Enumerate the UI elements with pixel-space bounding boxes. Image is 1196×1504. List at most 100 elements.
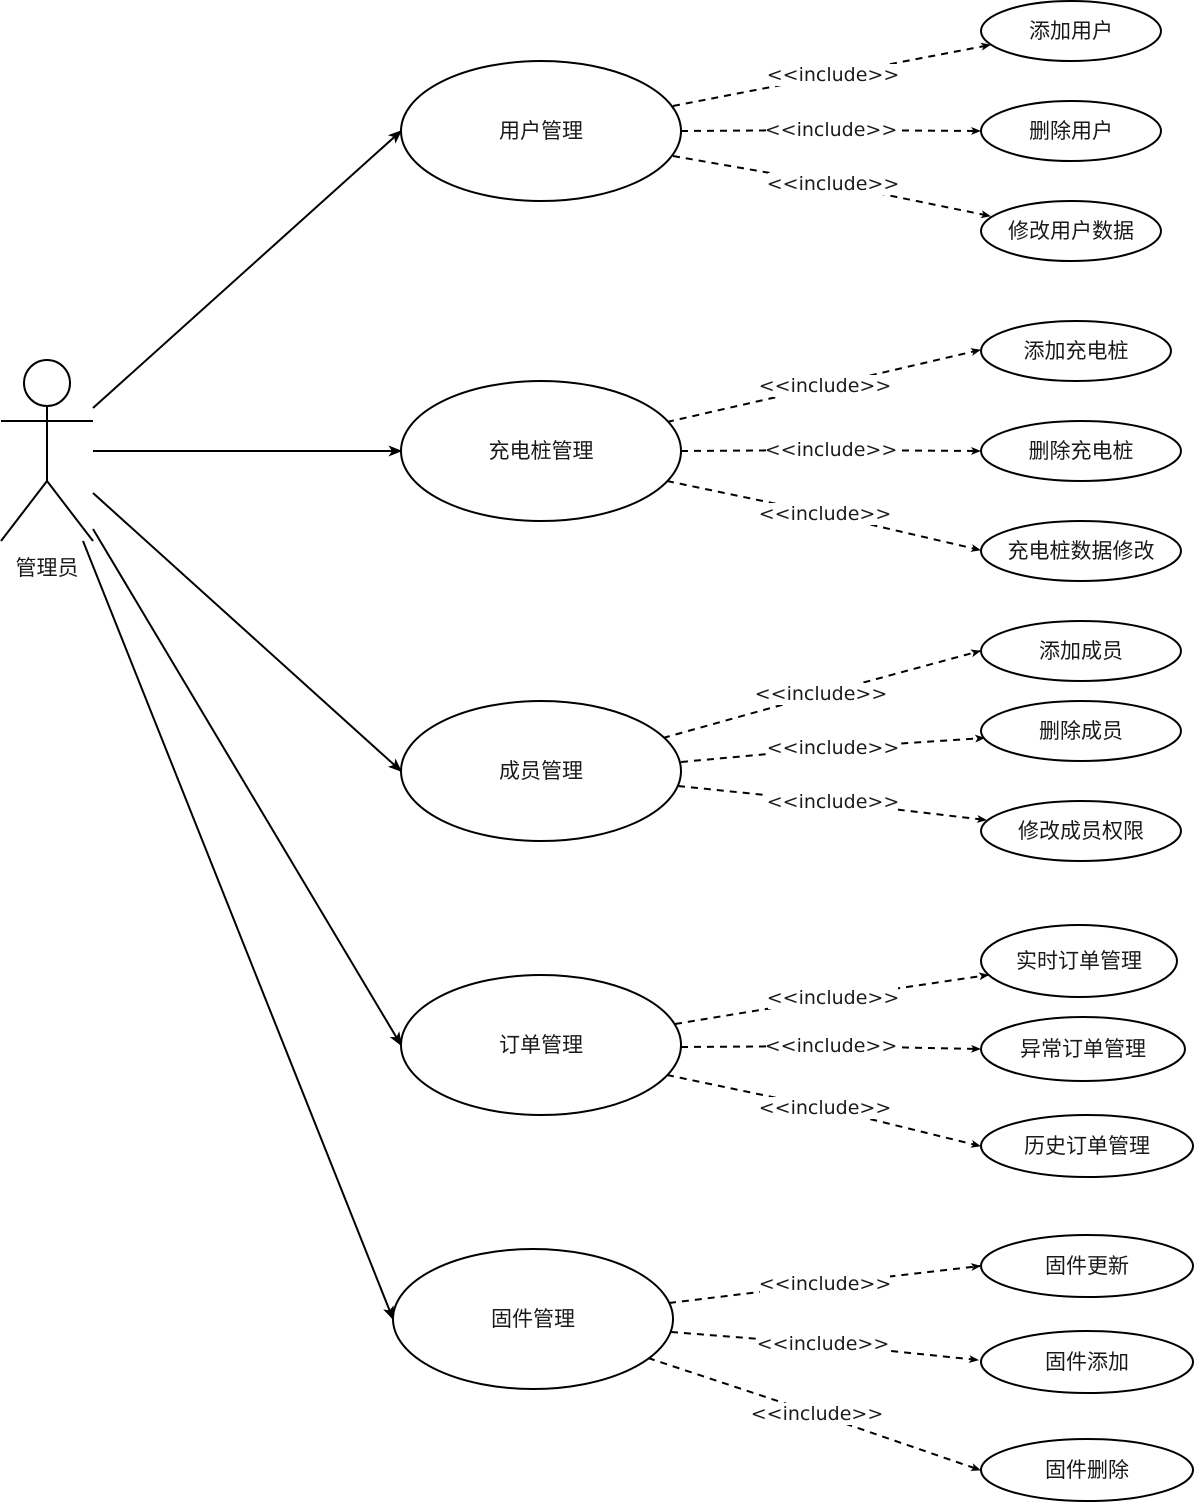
usecase-order-abn[interactable]: 异常订单管理 <box>980 1016 1186 1082</box>
include-label-text: <<include>> <box>767 791 900 813</box>
include-label-fw-del: <<include>> <box>751 1403 884 1425</box>
include-label-text: <<include>> <box>767 737 900 759</box>
usecase-ellipse <box>980 520 1182 582</box>
usecase-label: 固件管理 <box>491 1307 575 1331</box>
association-user[interactable] <box>92 130 403 409</box>
include-label-text: <<include>> <box>757 1333 890 1355</box>
usecase-ellipse <box>400 974 682 1116</box>
usecase-label: 历史订单管理 <box>1024 1134 1150 1158</box>
usecase-member-add[interactable]: 添加成员 <box>980 620 1182 682</box>
include-label-user-edit: <<include>> <box>767 173 899 195</box>
usecase-member-del[interactable]: 删除成员 <box>980 700 1182 762</box>
include-label-bg <box>766 119 896 141</box>
include-label-member-add: <<include>> <box>755 683 888 705</box>
include-label-pile-add: <<include>> <box>759 375 892 397</box>
usecase-label: 删除成员 <box>1039 719 1123 743</box>
include-label-text: <<include>> <box>767 64 900 86</box>
include-label-bg <box>758 1333 888 1355</box>
include-label-text: <<include>> <box>765 1035 898 1057</box>
include-edge-member-del[interactable] <box>680 734 985 763</box>
usecase-ellipse <box>980 800 1182 862</box>
include-label-member-perm: <<include>> <box>767 791 900 813</box>
usecase-label: 用户管理 <box>499 119 583 143</box>
usecase-member[interactable]: 成员管理 <box>400 700 682 842</box>
usecase-member-perm[interactable]: 修改成员权限 <box>980 800 1182 862</box>
include-label-text: <<include>> <box>759 375 892 397</box>
usecase-ellipse <box>400 700 682 842</box>
usecase-ellipse <box>980 1016 1186 1082</box>
usecase-pile[interactable]: 充电桩管理 <box>400 380 682 522</box>
usecase-label: 异常订单管理 <box>1020 1037 1146 1061</box>
usecase-user[interactable]: 用户管理 <box>400 60 682 202</box>
usecase-ellipse <box>980 200 1162 262</box>
usecase-fw-add[interactable]: 固件添加 <box>980 1330 1194 1394</box>
usecase-pile-del[interactable]: 删除充电桩 <box>980 420 1182 482</box>
usecase-label: 充电桩数据修改 <box>1008 539 1155 563</box>
usecase-fw[interactable]: 固件管理 <box>392 1248 674 1390</box>
usecase-ellipse <box>980 620 1182 682</box>
actor-leg-right <box>46 480 94 542</box>
include-label-text: <<include>> <box>765 119 898 141</box>
include-edge-pile-del[interactable] <box>680 446 981 455</box>
usecase-ellipse <box>980 700 1182 762</box>
usecase-label: 固件更新 <box>1045 1254 1129 1278</box>
usecase-ellipse <box>400 60 682 202</box>
usecase-ellipse <box>392 1248 674 1390</box>
usecase-ellipse <box>980 100 1162 162</box>
include-label-bg <box>766 1035 896 1057</box>
usecase-ellipse <box>400 380 682 522</box>
include-label-bg <box>768 173 898 195</box>
usecase-ellipse <box>980 924 1178 998</box>
usecase-label: 成员管理 <box>499 759 583 783</box>
include-edge-user-del[interactable] <box>680 126 981 135</box>
include-label-bg <box>766 439 896 461</box>
include-label-bg <box>768 737 898 759</box>
include-edge-member-add[interactable] <box>662 649 981 739</box>
usecase-order[interactable]: 订单管理 <box>400 974 682 1116</box>
usecase-label: 修改用户数据 <box>1008 219 1134 243</box>
include-label-member-del: <<include>> <box>767 737 900 759</box>
usecase-order-live[interactable]: 实时订单管理 <box>980 924 1178 998</box>
include-label-text: <<include>> <box>759 503 892 525</box>
usecase-fw-update[interactable]: 固件更新 <box>980 1234 1194 1298</box>
include-label-bg <box>768 987 898 1009</box>
usecase-ellipse <box>980 420 1182 482</box>
actor-head <box>23 359 71 407</box>
include-label-text: <<include>> <box>751 1403 884 1425</box>
include-label-text: <<include>> <box>759 1273 892 1295</box>
usecase-label: 删除充电桩 <box>1029 439 1134 463</box>
usecase-label: 修改成员权限 <box>1018 819 1144 843</box>
actor-admin[interactable]: 管理员 <box>0 359 94 580</box>
usecase-pile-add[interactable]: 添加充电桩 <box>980 320 1172 382</box>
association-order[interactable] <box>92 528 402 1047</box>
include-label-fw-add: <<include>> <box>757 1333 890 1355</box>
usecase-label: 订单管理 <box>499 1033 583 1057</box>
usecase-label: 实时订单管理 <box>1016 949 1142 973</box>
usecase-label: 添加成员 <box>1039 639 1123 663</box>
include-label-bg <box>756 683 886 705</box>
include-edge-order-abn[interactable] <box>680 1044 981 1053</box>
include-label-user-del: <<include>> <box>765 119 898 141</box>
include-edge-fw-del[interactable] <box>647 1357 981 1471</box>
usecase-ellipse <box>980 1234 1194 1298</box>
usecase-label: 添加充电桩 <box>1024 339 1129 363</box>
include-label-bg <box>768 791 898 813</box>
usecase-user-edit[interactable]: 修改用户数据 <box>980 200 1162 262</box>
include-label-order-abn: <<include>> <box>765 1035 898 1057</box>
association-member[interactable] <box>92 492 403 772</box>
include-label-bg <box>760 503 890 525</box>
include-label-bg <box>760 1273 890 1295</box>
usecase-label: 添加用户 <box>1029 19 1113 43</box>
usecase-user-del[interactable]: 删除用户 <box>980 100 1162 162</box>
usecase-label: 固件删除 <box>1045 1458 1129 1482</box>
association-fw[interactable] <box>82 540 394 1321</box>
actor-label: 管理员 <box>16 556 79 580</box>
usecase-user-add[interactable]: 添加用户 <box>980 0 1162 62</box>
usecase-fw-del[interactable]: 固件删除 <box>980 1438 1194 1502</box>
include-label-order-live: <<include>> <box>767 987 899 1009</box>
usecase-pile-edit[interactable]: 充电桩数据修改 <box>980 520 1182 582</box>
include-label-pile-edit: <<include>> <box>759 503 892 525</box>
include-label-text: <<include>> <box>755 683 888 705</box>
usecase-order-hist[interactable]: 历史订单管理 <box>980 1114 1194 1178</box>
